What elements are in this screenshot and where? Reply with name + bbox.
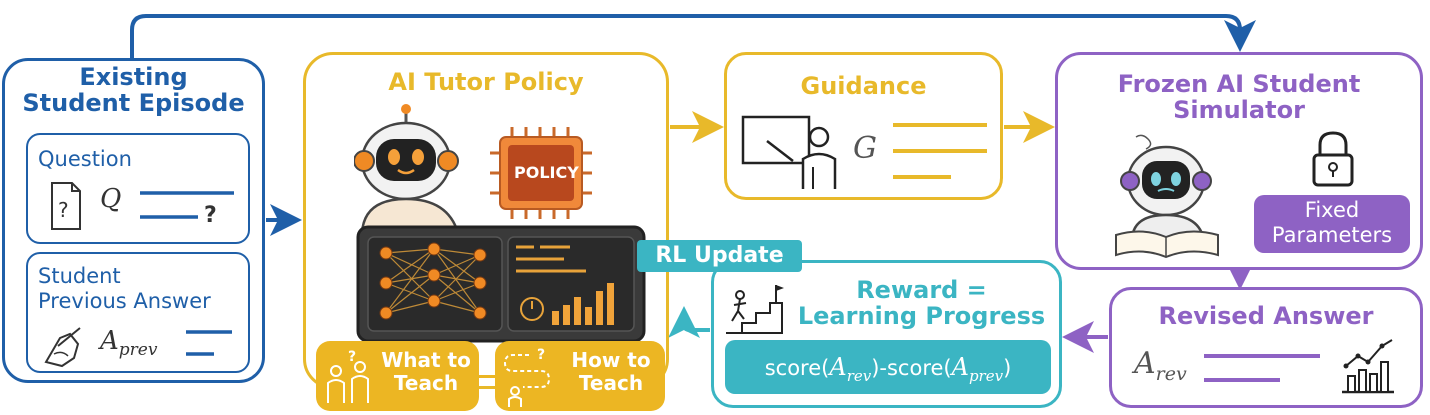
policy-chip-label: POLICY (514, 163, 579, 182)
policy-chip-icon (490, 127, 592, 219)
fixed-parameters-line1: Fixed (1304, 198, 1360, 222)
rl-update-label: RL Update (637, 240, 802, 272)
how-to-teach-line2: Teach (578, 371, 644, 395)
previous-answer-subscript: prev (118, 340, 158, 361)
stairs-progress-icon (726, 285, 784, 334)
what-to-teach-line2: Teach (393, 371, 459, 395)
teacher-board-icon (741, 115, 837, 189)
writing-hand-icon (44, 327, 232, 368)
what-to-teach-label: What to Teach (376, 349, 476, 395)
question-panel: Question ? Q ? (26, 133, 250, 244)
reward-to-tutor-arrow (668, 306, 710, 338)
fixed-parameters-badge: Fixed Parameters (1254, 195, 1410, 253)
existing-student-episode-box: Existing Student Episode Question ? Q ? … (2, 58, 265, 383)
svg-text:?: ? (537, 347, 545, 363)
question-doc-icon: ? (51, 182, 234, 230)
guidance-box: Guidance G (724, 52, 1003, 200)
reward-box: Reward = Learning Progress score(Arev)-s… (711, 260, 1062, 408)
svg-text:?: ? (58, 198, 69, 222)
score-a-prev: Aprev (951, 353, 1003, 385)
tutor-title: AI Tutor Policy (388, 68, 584, 96)
growth-chart-icon (1342, 339, 1394, 394)
score-prefix: score( (764, 356, 830, 380)
previous-answer-panel: Student Previous Answer Aprev (26, 252, 250, 373)
fixed-parameters-line2: Parameters (1271, 223, 1393, 248)
question-symbol: Q (100, 184, 122, 214)
what-to-teach-line1: What to (381, 348, 471, 372)
revised-symbol: Arev (1134, 346, 1187, 385)
revised-subscript: rev (1155, 363, 1187, 385)
episode-title: Existing Student Episode (5, 64, 262, 117)
revised-a: A (1134, 346, 1156, 381)
reward-title-line2: Learning Progress (797, 302, 1046, 331)
how-to-teach-badge: ? How to Teach (495, 341, 665, 411)
reward-title-line1: Reward = (856, 276, 987, 304)
episode-title-line1: Existing (79, 63, 188, 91)
question-mark: ? (204, 203, 217, 228)
score-sub1: rev (846, 366, 872, 385)
previous-answer-label-line1: Student (38, 264, 121, 288)
previous-answer-label-line2: Previous Answer (38, 289, 211, 314)
revised-text-lines (1204, 354, 1320, 382)
score-mid: )-score( (871, 356, 952, 380)
how-to-teach-line1: How to (571, 348, 651, 372)
guidance-symbol: G (853, 131, 877, 166)
episode-title-line2: Student Episode (22, 89, 245, 118)
reward-title: Reward = Learning Progress (784, 277, 1059, 330)
revised-title: Revised Answer (1158, 302, 1374, 330)
frozen-title-line2: Simulator (1173, 96, 1305, 125)
score-sub2: prev (968, 366, 1004, 385)
frozen-student-simulator-box: Frozen AI Student Simulator Fixed Parame… (1055, 52, 1423, 270)
previous-answer-symbol: Aprev (100, 326, 157, 360)
score-suffix: ) (1003, 356, 1012, 380)
badge-connector (479, 375, 495, 378)
how-to-teach-label: How to Teach (559, 349, 663, 395)
neural-dashboard-icon (356, 225, 646, 343)
frozen-title: Frozen AI Student Simulator (1058, 71, 1420, 124)
reward-score-formula: score(Arev)-score(Aprev) (725, 340, 1051, 394)
revised-answer-box: Revised Answer Arev (1109, 287, 1423, 408)
people-question-icon: ? (327, 349, 369, 403)
score-a2: A (951, 353, 969, 381)
tutor-robot-icon (354, 104, 460, 233)
question-label: Question (38, 147, 132, 171)
what-to-teach-badge: ? What to Teach (316, 341, 479, 411)
student-robot-icon (1115, 134, 1219, 259)
guidance-title: Guidance (800, 72, 927, 100)
path-question-icon: ? (503, 347, 551, 407)
guidance-text-lines (893, 123, 987, 179)
lock-icon (1312, 131, 1354, 187)
ai-tutor-policy-box: AI Tutor Policy POLICY (303, 52, 669, 411)
svg-text:?: ? (348, 349, 356, 365)
previous-answer-label: Student Previous Answer (38, 264, 211, 314)
score-a1: A (829, 353, 847, 381)
frozen-title-line1: Frozen AI Student (1117, 70, 1361, 98)
top-loop-arrow (130, 14, 1256, 60)
score-a-rev: Arev (829, 353, 871, 385)
previous-answer-a: A (100, 326, 119, 356)
